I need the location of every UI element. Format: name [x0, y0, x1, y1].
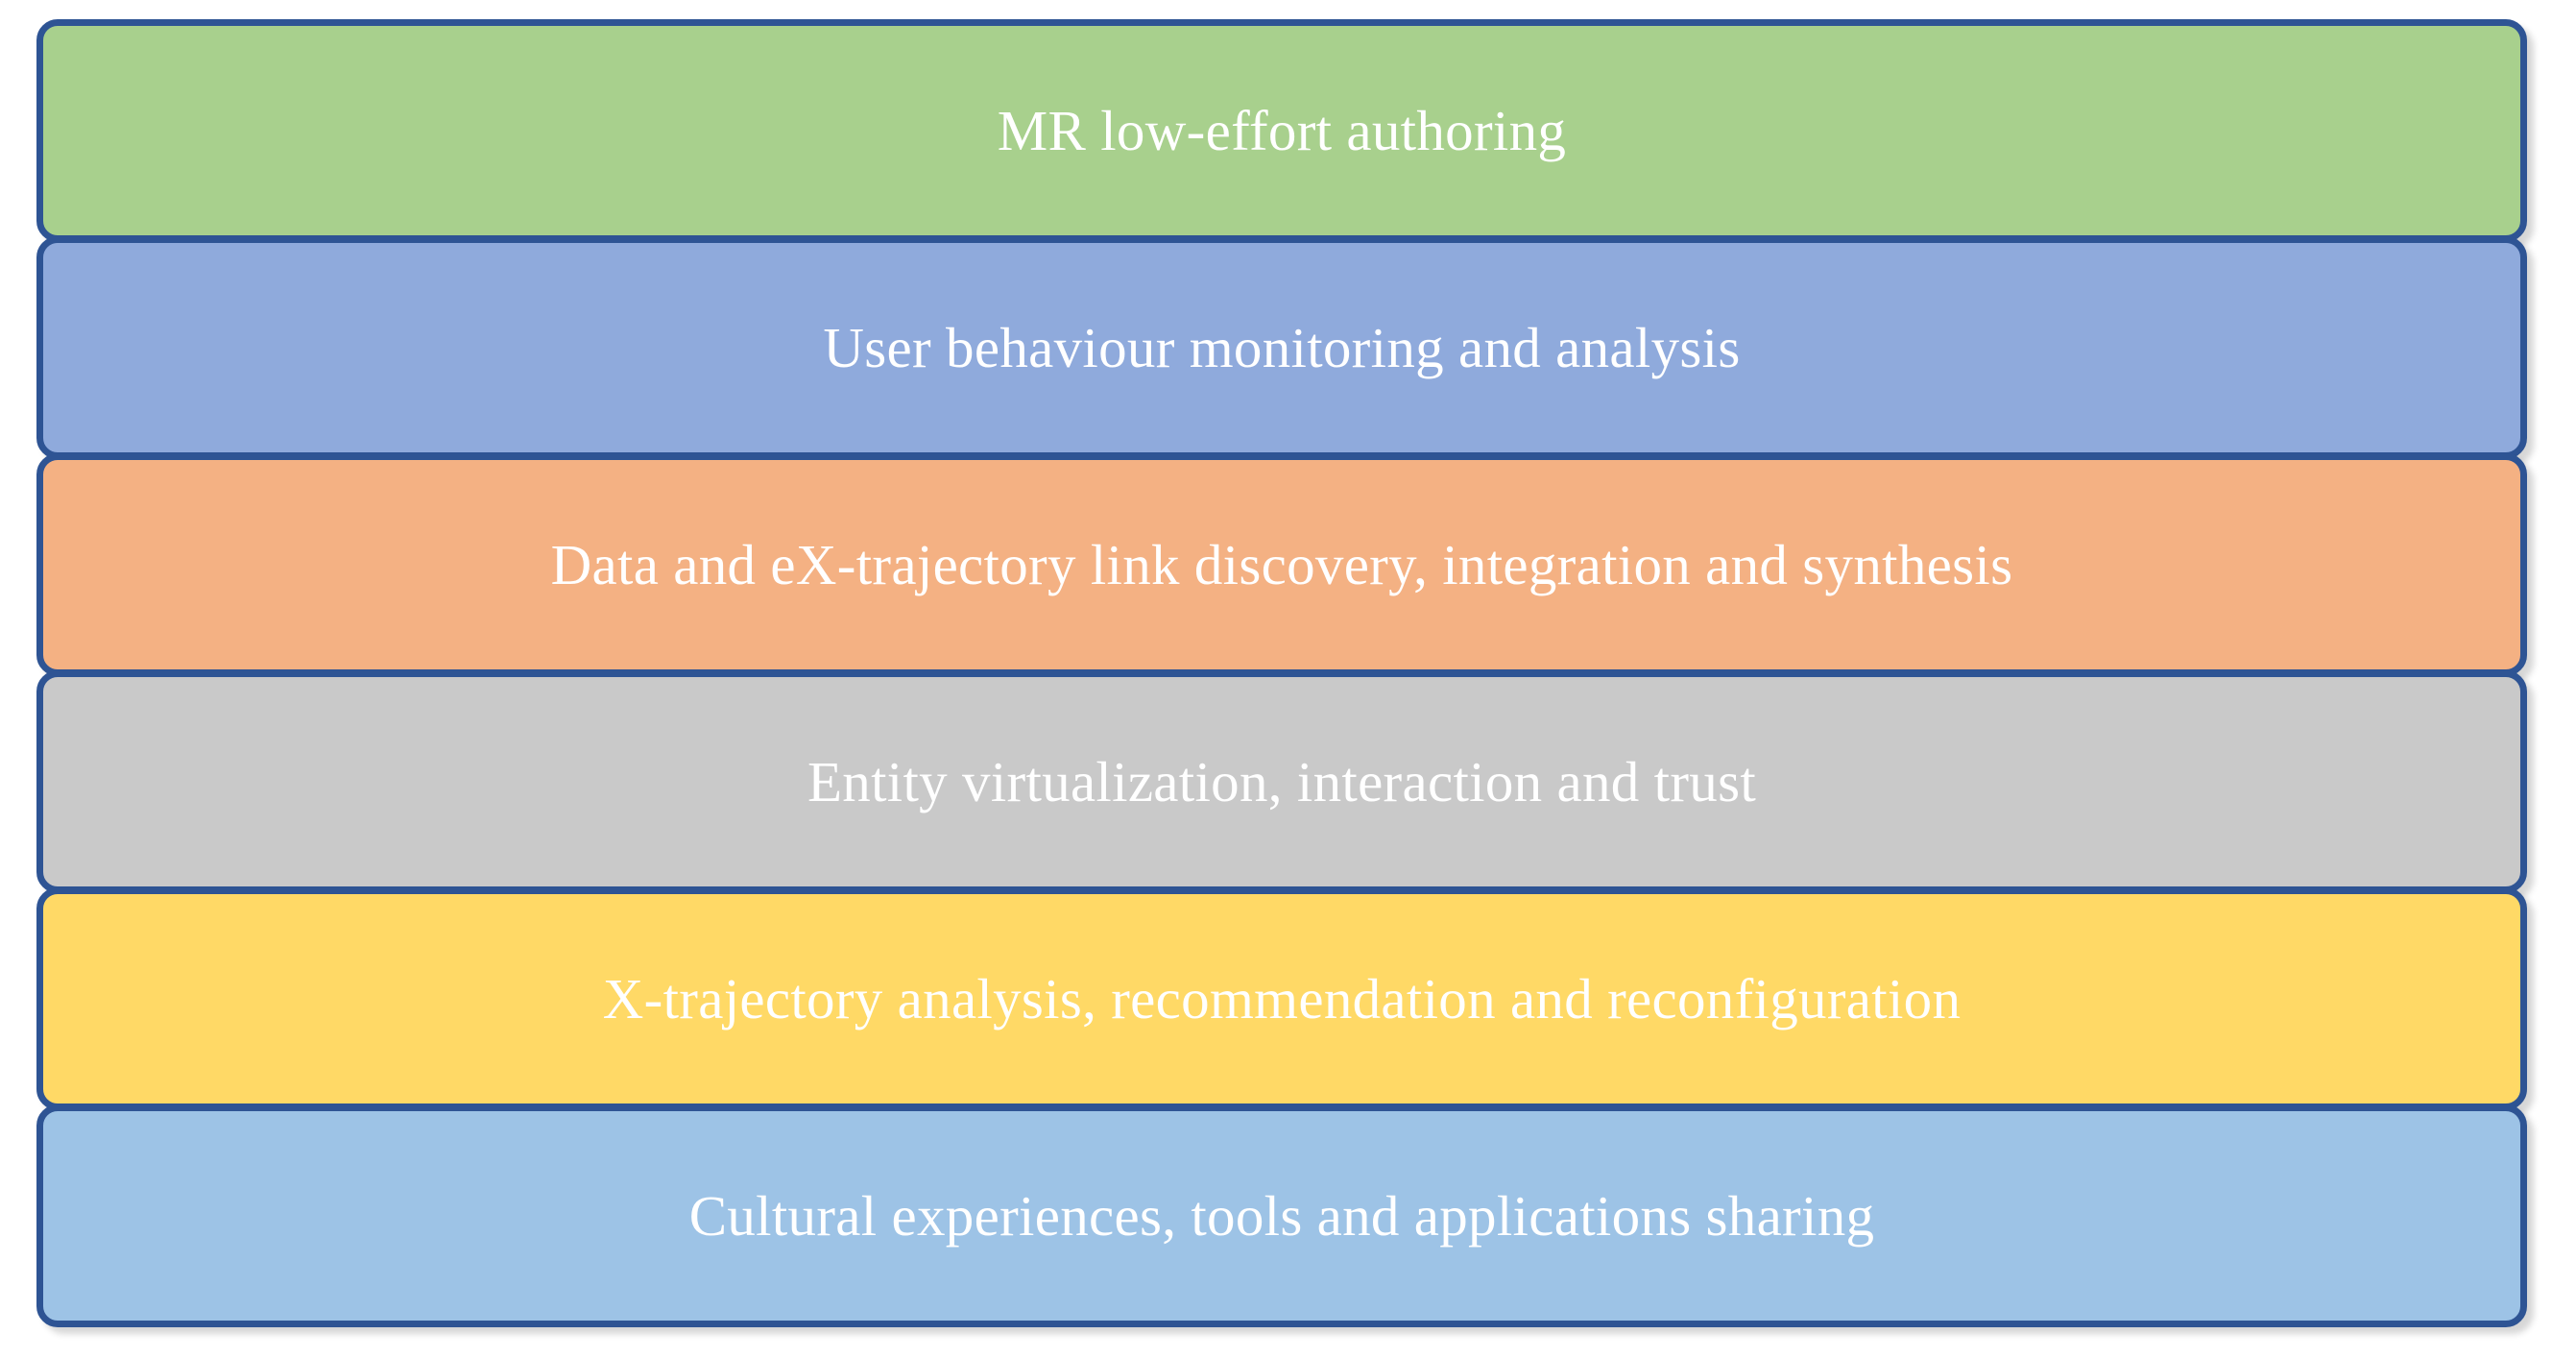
layer-label-6: Cultural experiences, tools and applicat… — [688, 1183, 1875, 1248]
layer-label-5: X-trajectory analysis, recommendation an… — [602, 966, 1962, 1031]
layer-row-1[interactable]: MR low-effort authoring — [36, 19, 2527, 242]
layer-row-6[interactable]: Cultural experiences, tools and applicat… — [36, 1104, 2527, 1327]
layer-label-1: MR low-effort authoring — [997, 98, 1567, 162]
layer-row-3[interactable]: Data and eX-trajectory link discovery, i… — [36, 453, 2527, 676]
layer-row-4[interactable]: Entity virtualization, interaction and t… — [36, 670, 2527, 893]
layer-row-5[interactable]: X-trajectory analysis, recommendation an… — [36, 887, 2527, 1110]
layer-label-4: Entity virtualization, interaction and t… — [807, 749, 1757, 813]
layer-stack-diagram: MR low-effort authoring User behaviour m… — [36, 19, 2527, 1327]
layer-row-2[interactable]: User behaviour monitoring and analysis — [36, 236, 2527, 459]
layer-label-2: User behaviour monitoring and analysis — [823, 315, 1741, 379]
layer-label-3: Data and eX-trajectory link discovery, i… — [550, 532, 2013, 596]
